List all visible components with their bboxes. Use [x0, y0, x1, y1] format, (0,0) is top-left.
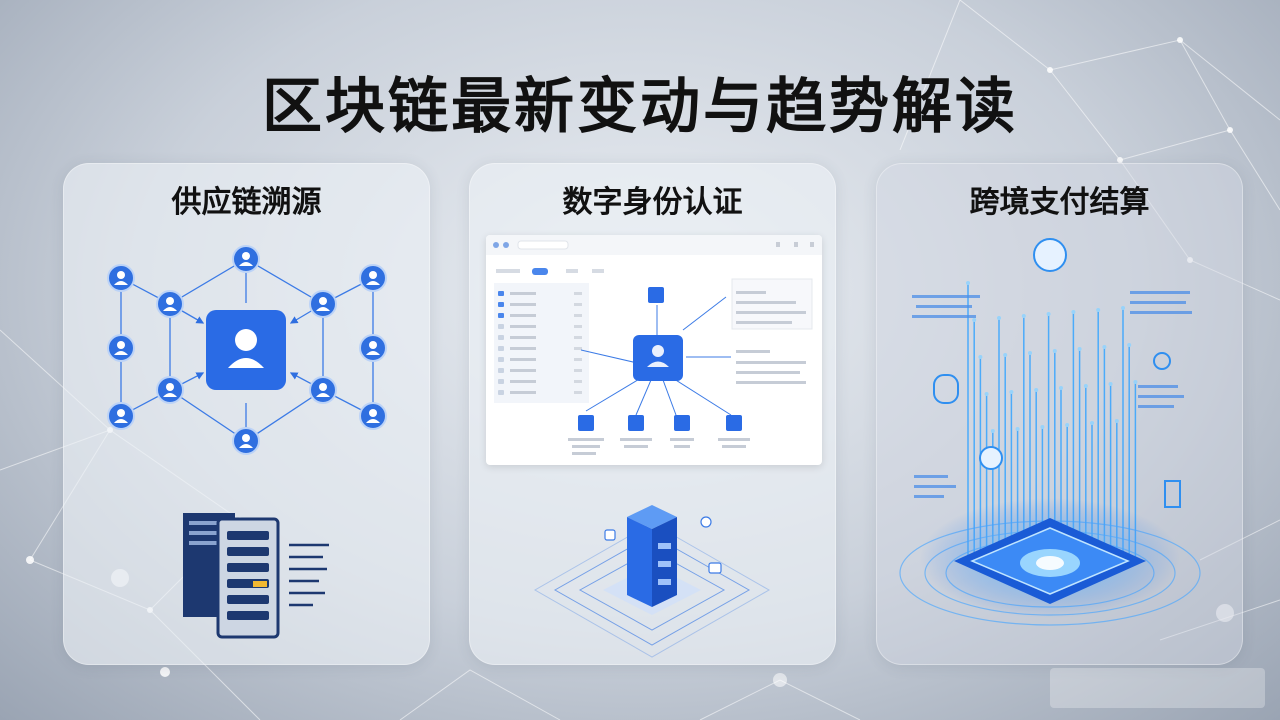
sidebar-row — [498, 302, 504, 307]
sidebar-row — [498, 313, 504, 318]
supply-chain-card: 供应链溯源 — [63, 163, 430, 665]
sidebar-row — [498, 324, 504, 329]
cross-border-payment-card: 跨境支付结算 — [876, 163, 1243, 665]
user-node-icon — [232, 245, 260, 273]
server-block-icon — [627, 505, 677, 607]
user-node-icon — [107, 334, 135, 362]
server-rack-icon — [183, 513, 329, 639]
user-node-icon — [359, 264, 387, 292]
payment-platform-illustration — [899, 238, 1201, 626]
sidebar-row — [498, 335, 504, 340]
user-node-icon — [107, 402, 135, 430]
card-title: 跨境支付结算 — [969, 185, 1150, 220]
sidebar-row — [498, 346, 504, 351]
glowing-platform — [954, 518, 1146, 604]
sidebar-row — [498, 379, 504, 384]
digital-identity-card: 数字身份认证 — [469, 163, 836, 665]
card-title: 供应链溯源 — [171, 185, 322, 220]
isometric-server-illustration — [533, 505, 771, 658]
sidebar-row — [498, 357, 504, 362]
user-node-icon — [309, 290, 337, 318]
center-user-node — [206, 310, 286, 390]
user-node-icon — [156, 290, 184, 318]
sidebar-row — [498, 368, 504, 373]
user-node-icon — [359, 402, 387, 430]
card-title: 数字身份认证 — [562, 185, 743, 220]
sidebar-row — [498, 390, 504, 395]
user-node-icon — [232, 427, 260, 455]
dashboard-content — [486, 235, 822, 455]
sidebar-row — [498, 291, 504, 296]
user-node-icon — [107, 264, 135, 292]
watermark — [1050, 668, 1265, 708]
dashboard-window — [486, 235, 822, 465]
user-node-icon — [309, 376, 337, 404]
page-title: 区块链最新变动与趋势解读 — [262, 72, 1018, 142]
user-node-icon — [156, 376, 184, 404]
supply-chain-network-illustration — [107, 245, 387, 639]
center-id-node — [633, 335, 683, 381]
user-node-icon — [359, 334, 387, 362]
